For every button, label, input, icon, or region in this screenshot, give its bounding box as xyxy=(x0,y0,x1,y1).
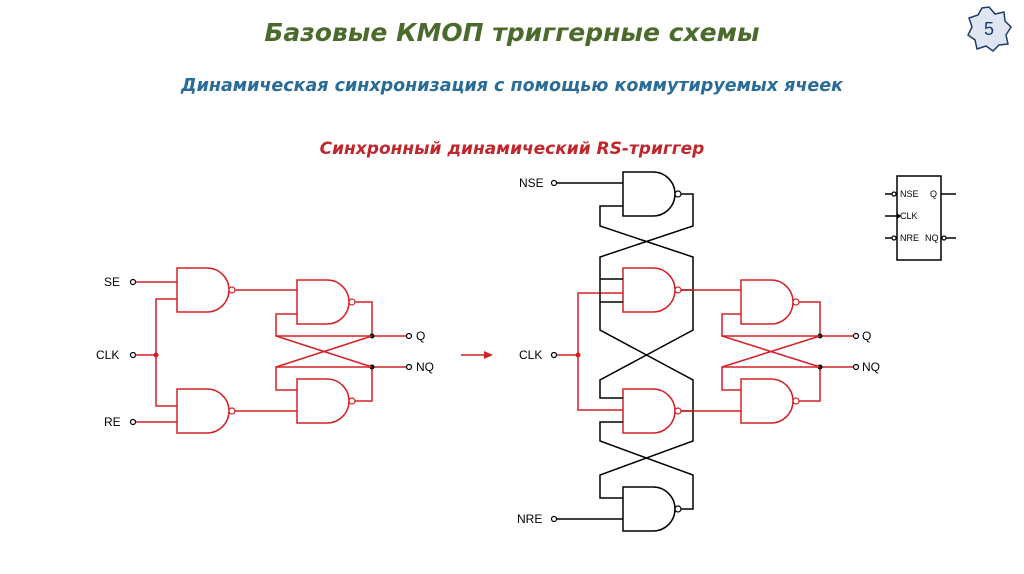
symbol-pin-nq: NQ xyxy=(925,233,939,243)
diagram-heading: Синхронный динамический RS-триггер xyxy=(319,139,705,159)
flipflop-symbol: NSE CLK NRE Q NQ xyxy=(885,175,956,261)
clk-terminal xyxy=(129,351,137,359)
slide-number-badge xyxy=(967,6,1012,52)
and-gate-q-right xyxy=(740,279,794,325)
and-gate-se xyxy=(176,267,230,313)
clk-terminal-right xyxy=(550,351,558,359)
and-gate-reset-cell xyxy=(622,388,676,434)
label-clk: CLK xyxy=(96,348,119,362)
symbol-pin-nse: NSE xyxy=(900,189,919,199)
label-q: Q xyxy=(416,329,425,343)
inverter-bubble xyxy=(228,407,236,415)
nse-terminal xyxy=(550,179,558,187)
transform-arrow xyxy=(461,351,493,359)
label-re: RE xyxy=(104,415,121,429)
symbol-pin-nre: NRE xyxy=(900,233,919,243)
label-q-right: Q xyxy=(862,329,871,343)
se-terminal xyxy=(129,278,137,286)
nq-terminal xyxy=(405,363,413,371)
right-rs-latch: NSE CLK NRE xyxy=(517,171,880,532)
label-clk-right: CLK xyxy=(519,348,542,362)
label-nre: NRE xyxy=(517,512,542,526)
and-gate-q xyxy=(296,279,350,325)
and-gate-nse xyxy=(622,171,676,217)
left-rs-latch: SE CLK RE Q NQ xyxy=(96,267,434,434)
and-gate-nq-right xyxy=(740,378,794,424)
inverter-bubble xyxy=(348,397,356,405)
clk-junction xyxy=(153,352,159,358)
q-terminal xyxy=(405,332,413,340)
and-gate-set-cell xyxy=(622,267,676,313)
and-gate-nq xyxy=(296,378,350,424)
nq-terminal-right xyxy=(852,363,860,371)
label-nq-right: NQ xyxy=(862,360,880,374)
nre-terminal xyxy=(550,515,558,523)
inverter-bubble xyxy=(228,286,236,294)
symbol-pin-clk: CLK xyxy=(900,211,918,221)
re-terminal xyxy=(129,418,137,426)
and-gate-nre xyxy=(622,486,676,532)
symbol-pin-q: Q xyxy=(930,189,937,199)
slide-subtitle: Динамическая синхронизация с помощью ком… xyxy=(181,76,843,96)
slide-number: 5 xyxy=(983,19,994,39)
slide-title: Базовые КМОП триггерные схемы xyxy=(264,18,760,47)
q-terminal-right xyxy=(852,332,860,340)
clk-junction-right xyxy=(575,352,581,358)
and-gate-re xyxy=(176,388,230,434)
inverter-bubble xyxy=(348,298,356,306)
label-nq: NQ xyxy=(416,360,434,374)
label-se: SE xyxy=(104,275,120,289)
label-nse: NSE xyxy=(519,176,544,190)
